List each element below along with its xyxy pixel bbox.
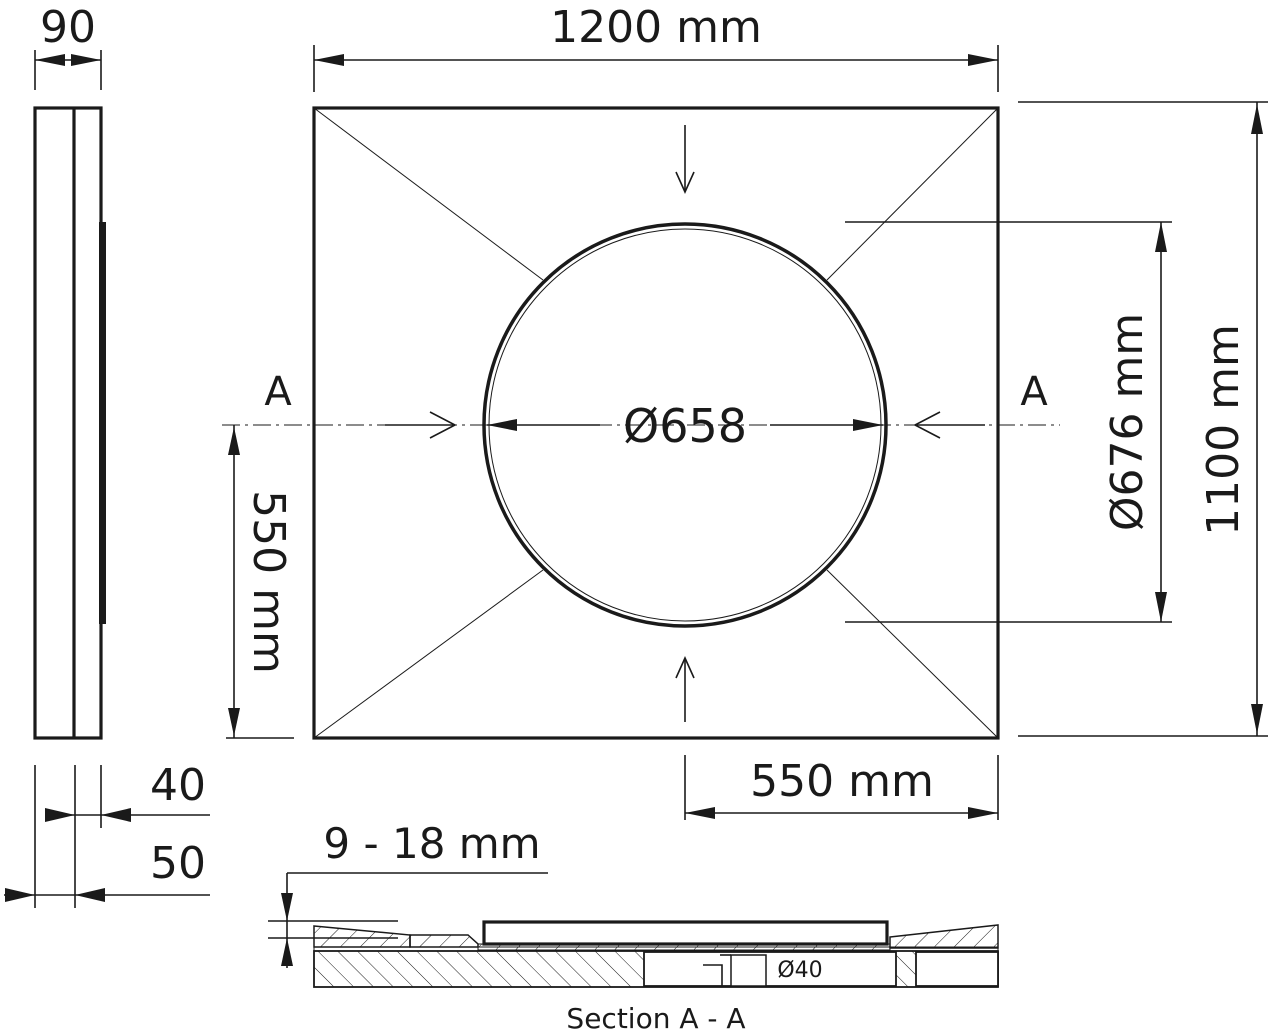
arrow-icon: [487, 419, 517, 431]
side-thickness-label-40: 40: [150, 760, 206, 811]
vertical-offset-label: 550 mm: [243, 490, 294, 674]
slope-label: 9 - 18 mm: [323, 819, 540, 868]
arrow-icon: [75, 888, 105, 902]
outer-diameter-label: Ø676 mm: [1102, 313, 1153, 531]
arrow-icon: [228, 427, 240, 455]
arrow-icon: [1251, 104, 1263, 134]
side-thickness-label-50: 50: [150, 838, 206, 889]
arrow-icon: [281, 893, 293, 921]
arrow-icon: [101, 808, 131, 822]
height-label: 1100 mm: [1198, 324, 1249, 536]
arrow-icon: [685, 807, 715, 819]
arrow-icon: [314, 54, 344, 66]
drain-diameter-label: Ø40: [777, 958, 822, 983]
arrow-icon: [228, 708, 240, 736]
arrow-icon: [35, 54, 65, 66]
arrow-icon: [1251, 704, 1263, 734]
arrow-icon: [968, 807, 998, 819]
section-view: 9 - 18 mm Ø40 Section A - A: [268, 819, 999, 1034]
side-width-label: 90: [40, 2, 96, 53]
section-marker-left: A: [264, 369, 292, 415]
section-caption: Section A - A: [566, 1002, 745, 1034]
width-label: 1200 mm: [550, 2, 762, 53]
inner-diameter-label: Ø658: [623, 399, 747, 453]
arrow-icon: [5, 888, 35, 902]
arrow-icon: [968, 54, 998, 66]
arrow-icon: [853, 419, 883, 431]
horizontal-offset-label: 550 mm: [750, 756, 934, 807]
arrow-icon: [1155, 222, 1167, 252]
side-view: 90 40 50: [4, 2, 210, 908]
top-view: 1200 mm A A Ø658 Ø: [222, 2, 1268, 820]
arrow-icon: [281, 938, 293, 966]
section-marker-right: A: [1020, 369, 1048, 415]
arrow-icon: [45, 808, 75, 822]
arrow-icon: [71, 54, 101, 66]
arrow-icon: [1155, 592, 1167, 622]
